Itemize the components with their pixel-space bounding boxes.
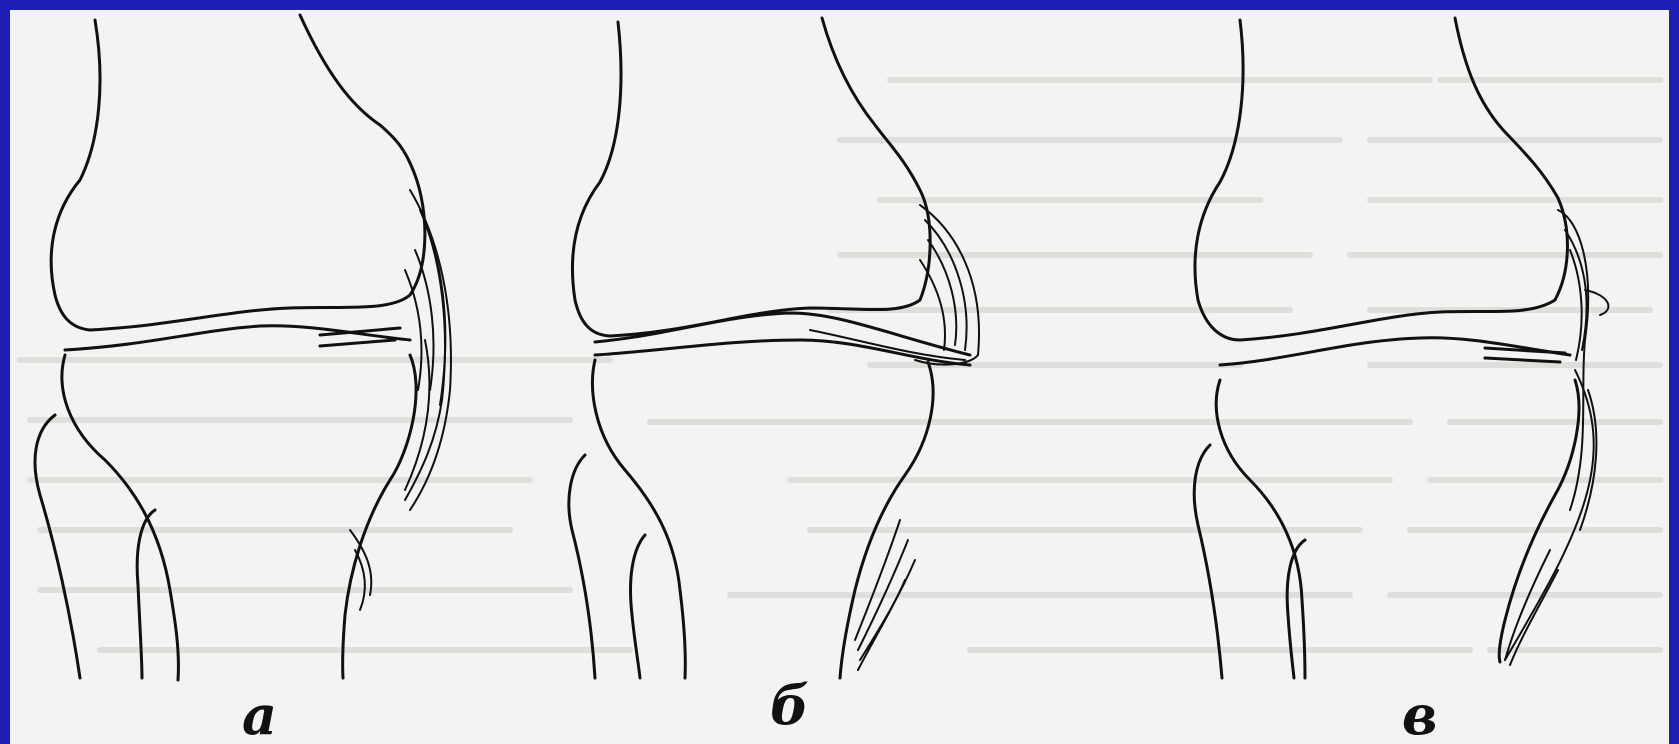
tibia-outline-b (593, 360, 686, 678)
joint-diagram-b (569, 18, 979, 678)
articular-cartilage-b (595, 313, 970, 355)
fibula-outline-a (35, 415, 80, 678)
fibula-outline-b (569, 455, 595, 678)
tibia-right-outline-a (343, 355, 416, 678)
tibia-right-outline-b (840, 362, 933, 678)
capsule-hatching-a (350, 190, 451, 610)
capsule-hatching-v (1505, 210, 1608, 665)
femur-outline-v (1195, 18, 1567, 340)
panel-label-a: а (242, 688, 277, 742)
joint-diagram-v (1194, 18, 1608, 678)
panel-label-b: б (770, 678, 809, 732)
tibia-outline-a (62, 355, 178, 680)
fibula-inner-a (137, 510, 155, 678)
femur-outline-b (572, 18, 930, 336)
joint-diagram-a (35, 15, 451, 680)
fibula-inner-b (631, 535, 645, 678)
joint-capsule-fold-v (1485, 348, 1565, 362)
tibia-right-outline-v (1499, 380, 1579, 662)
tibia-outline-v (1216, 380, 1305, 678)
femur-outline-a (51, 15, 425, 330)
knee-joint-figures (10, 10, 1669, 744)
capsule-hatching-b (810, 205, 979, 670)
panel-label-v: в (1402, 688, 1437, 742)
fibula-outline-v (1194, 445, 1222, 678)
figure-frame: а б в (10, 10, 1669, 744)
